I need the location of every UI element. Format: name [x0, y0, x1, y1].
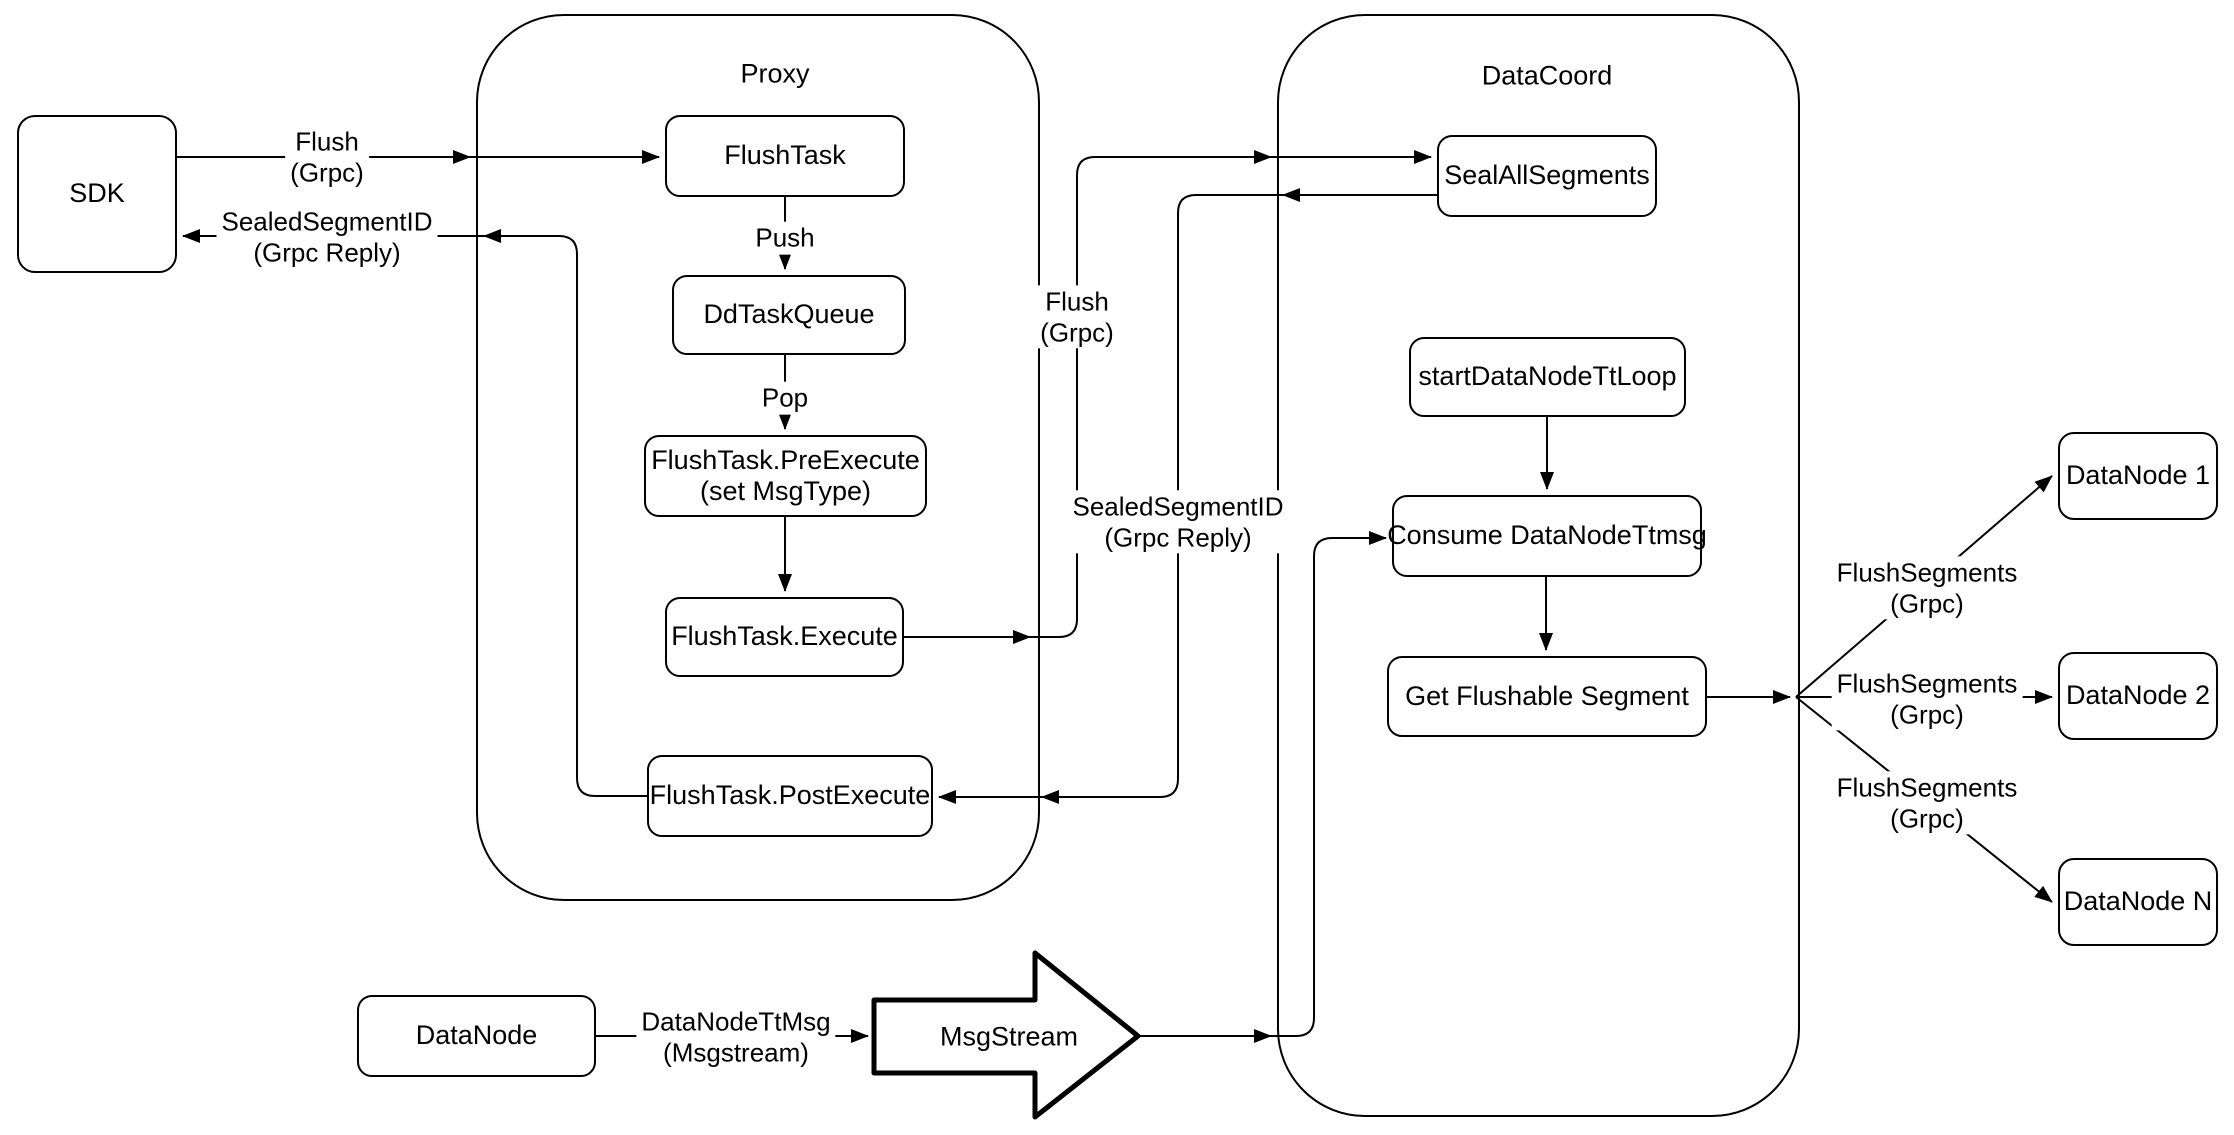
- proxy-container: [476, 14, 1040, 901]
- node-post-execute: FlushTask.PostExecute: [647, 755, 933, 837]
- datacoord-title: DataCoord: [1481, 60, 1613, 91]
- edge-label-sealedsegmentid-sdk: SealedSegmentID (Grpc Reply): [216, 205, 438, 269]
- edge-label-flushsegments-1: FlushSegments (Grpc): [1831, 556, 2023, 620]
- edge-label-flush-grpc-sdk: Flush (Grpc): [285, 125, 369, 189]
- node-sdk: SDK: [17, 115, 177, 273]
- edge-label-flushsegments-3: FlushSegments (Grpc): [1831, 771, 2023, 835]
- node-start-datanode-tt-loop: startDataNodeTtLoop: [1409, 337, 1686, 417]
- node-seal-all-segments: SealAllSegments: [1437, 135, 1657, 217]
- node-datanode-1: DataNode 1: [2058, 432, 2218, 520]
- node-datanode-n: DataNode N: [2058, 858, 2218, 946]
- proxy-title: Proxy: [740, 58, 810, 89]
- edge-label-datanode-ttmsg: DataNodeTtMsg (Msgstream): [636, 1005, 836, 1069]
- msgstream-label: MsgStream: [939, 1021, 1079, 1052]
- edge-label-pop: Pop: [756, 381, 814, 415]
- edge-label-flush-grpc-datacoord: Flush (Grpc): [1035, 285, 1119, 349]
- node-datanode: DataNode: [357, 995, 596, 1077]
- node-pre-execute: FlushTask.PreExecute (set MsgType): [644, 435, 927, 517]
- edge-label-sealedsegmentid-datacoord: SealedSegmentID (Grpc Reply): [1067, 490, 1289, 554]
- datacoord-container: [1277, 14, 1800, 1117]
- node-execute: FlushTask.Execute: [665, 597, 904, 677]
- edge-label-push: Push: [750, 221, 820, 255]
- node-get-flushable-segment: Get Flushable Segment: [1387, 656, 1707, 737]
- node-consume-datanode-ttmsg: Consume DataNodeTtmsg: [1387, 495, 1707, 577]
- node-flush-task: FlushTask: [665, 115, 905, 197]
- edge-label-flushsegments-2: FlushSegments (Grpc): [1831, 667, 2023, 731]
- node-datanode-2: DataNode 2: [2058, 652, 2218, 740]
- msgstream-block-arrow: [871, 950, 1141, 1120]
- node-dd-task-queue: DdTaskQueue: [672, 275, 906, 355]
